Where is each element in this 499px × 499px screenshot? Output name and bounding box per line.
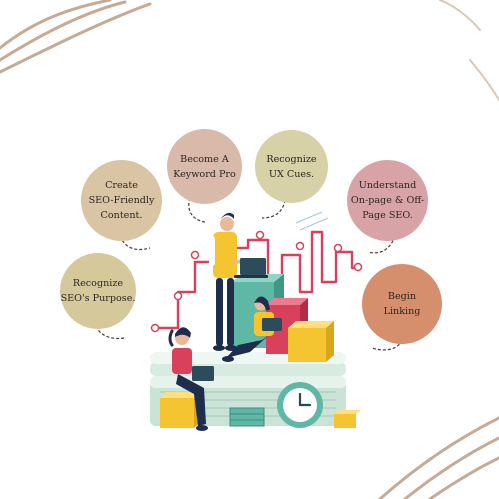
step-bubble-linking: Begin Linking — [362, 264, 442, 344]
step-bubble-ux: Recognize UX Cues. — [255, 130, 328, 203]
connector-arrows — [95, 197, 403, 351]
step-bubble-onoff: Understand On-page & Off- Page SEO. — [347, 160, 428, 241]
laptop-standing — [234, 258, 268, 278]
people-with-laptops-icon — [168, 212, 282, 431]
decor-top-right-lines — [439, 0, 499, 101]
step-label-purpose: Recognize SEO's Purpose. — [60, 278, 136, 304]
route-nodes — [150, 230, 363, 333]
step-bubble-purpose: Recognize SEO's Purpose. — [60, 253, 136, 329]
step-bubble-keyword: Become A Keyword Pro — [167, 129, 242, 204]
step-bubble-content: Create SEO-Friendly Content. — [81, 160, 162, 241]
step-label-ux: Recognize UX Cues. — [266, 153, 317, 180]
standing-man — [209, 212, 252, 351]
sitting-woman-right — [222, 296, 282, 362]
step-label-onoff: Understand On-page & Off- Page SEO. — [350, 180, 425, 221]
sitting-woman-left — [168, 327, 214, 431]
step-label-content: Create SEO-Friendly Content. — [88, 180, 155, 221]
step-label-keyword: Become A Keyword Pro — [173, 153, 236, 180]
decor-top-left-lines — [0, 0, 152, 74]
step-label-linking: Begin Linking — [383, 291, 421, 317]
clock-icon — [277, 382, 323, 428]
book-stack-icon — [229, 407, 265, 427]
decor-bottom-right-lines — [378, 416, 499, 499]
